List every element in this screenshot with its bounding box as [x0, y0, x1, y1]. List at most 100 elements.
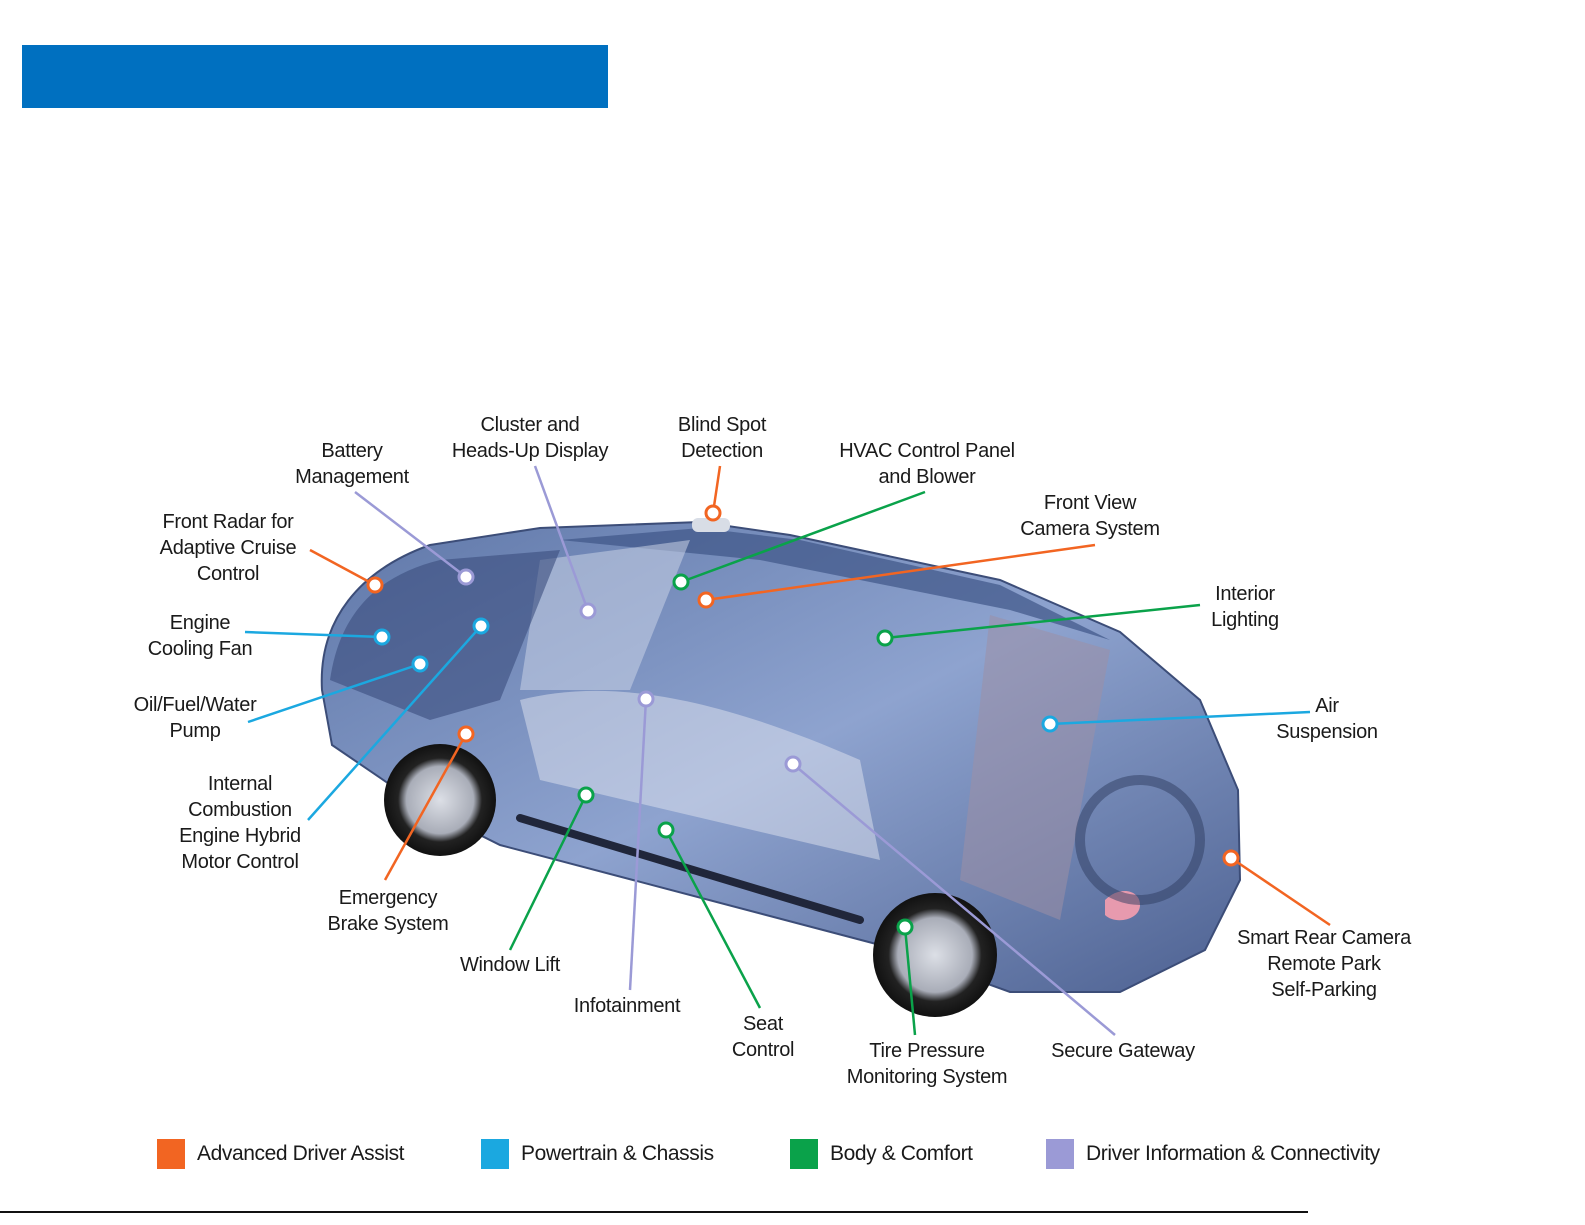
callout-label-line: Management — [295, 466, 409, 488]
roof — [560, 528, 1110, 640]
callout-line — [244, 630, 383, 639]
spare-tire — [1075, 775, 1205, 905]
rear-window — [960, 615, 1110, 920]
callout-line — [903, 926, 917, 1036]
side-trim — [516, 814, 864, 924]
callout-dot — [697, 591, 715, 609]
callout-dot — [704, 504, 722, 522]
callout-label-line: Adaptive Cruise — [159, 537, 297, 559]
callout-label: Window Lift — [460, 952, 560, 978]
front-wheel — [384, 744, 496, 856]
callout-dot — [579, 602, 597, 620]
legend-item-info: Driver Information & Connectivity — [1046, 1138, 1380, 1170]
callout-label-line: Infotainment — [573, 995, 681, 1017]
callout-dot — [457, 568, 475, 586]
legend-item-body: Body & Comfort — [790, 1138, 973, 1170]
legend-swatch — [157, 1139, 185, 1169]
callout-label-line: Front Radar for — [162, 511, 294, 533]
callout-label-line: Oil/Fuel/Water — [133, 694, 257, 716]
legend-item-adas: Advanced Driver Assist — [157, 1138, 405, 1170]
title-bar — [22, 45, 608, 108]
callout-line — [1049, 710, 1311, 726]
legend-label: Driver Information & Connectivity — [1086, 1142, 1380, 1165]
blind-spot-sensor — [692, 518, 730, 532]
legend-swatch — [1046, 1139, 1074, 1169]
callout-line — [533, 465, 590, 612]
side-window — [520, 690, 880, 860]
legend-label: Body & Comfort — [830, 1142, 973, 1165]
legend-item-powertrain: Powertrain & Chassis — [481, 1138, 714, 1170]
legend-swatch — [481, 1139, 509, 1169]
callout-label-line: Air — [1315, 695, 1339, 717]
callout-line — [1230, 856, 1331, 927]
callout-line — [508, 794, 588, 951]
callout-line — [309, 548, 376, 587]
legend-swatch — [790, 1139, 818, 1169]
callout-label-line: Control — [196, 563, 260, 585]
callout-dot — [1222, 849, 1240, 867]
callout-line — [354, 491, 467, 578]
callout-label-line: Pump — [169, 720, 221, 742]
callout-label: Secure Gateway — [1051, 1038, 1195, 1064]
callout-label-line: Motor Control — [181, 851, 299, 873]
callout-line — [680, 490, 926, 584]
callout-label-line: Blind Spot — [677, 414, 767, 436]
callout-dot — [1041, 715, 1059, 733]
callout-label-line: Camera System — [1020, 518, 1160, 540]
callout-label-line: Self-Parking — [1271, 979, 1377, 1001]
callout-line — [383, 733, 468, 881]
callout-line — [628, 698, 648, 991]
legend: Advanced Driver Assist Powertrain & Chass… — [0, 1138, 1585, 1170]
callout-label-line: Front View — [1043, 492, 1137, 514]
callout-label: HVAC Control Panel and Blower — [839, 438, 1015, 490]
callout-label-line: Detection — [681, 440, 763, 462]
callout-label-line: Emergency — [338, 887, 438, 909]
windshield — [520, 540, 690, 690]
callout-dot — [366, 576, 384, 594]
callout-label-line: Combustion — [188, 799, 292, 821]
callout-label-line: HVAC Control Panel — [839, 440, 1015, 462]
callout-label-line: Suspension — [1276, 721, 1378, 743]
callout-label-line: Monitoring System — [846, 1066, 1008, 1088]
rear-wheel — [873, 893, 997, 1017]
callout-dot — [577, 786, 595, 804]
callout-dot — [373, 628, 391, 646]
callout-label-line: and Blower — [878, 466, 976, 488]
callout-line — [705, 543, 1096, 602]
callout-label-line: Battery — [321, 440, 383, 462]
car-illustration — [320, 518, 1242, 1017]
callout-label-line: Engine — [169, 612, 231, 634]
callout-label-line: Internal — [207, 773, 273, 795]
callout-label-line: Control — [731, 1039, 795, 1061]
callout-label-line: Tire Pressure — [869, 1040, 985, 1062]
callout-label-line: Smart Rear Camera — [1237, 927, 1411, 949]
legend-label: Powertrain & Chassis — [521, 1142, 714, 1165]
callout-label-line: Engine Hybrid — [179, 825, 301, 847]
callout-label-line: Cooling Fan — [147, 638, 253, 660]
callout-dot — [657, 821, 675, 839]
callout-dot — [472, 617, 490, 635]
callout-dot — [876, 629, 894, 647]
legend-label: Advanced Driver Assist — [197, 1142, 405, 1165]
callout-dot — [784, 755, 802, 773]
hood — [330, 550, 560, 720]
callout-label-line: Cluster and — [480, 414, 580, 436]
callout-line — [664, 829, 762, 1009]
callout-label-line: Remote Park — [1267, 953, 1381, 975]
callout-label-line: Interior — [1215, 583, 1275, 605]
callout-dot — [457, 725, 475, 743]
callout-line — [792, 763, 1116, 1036]
